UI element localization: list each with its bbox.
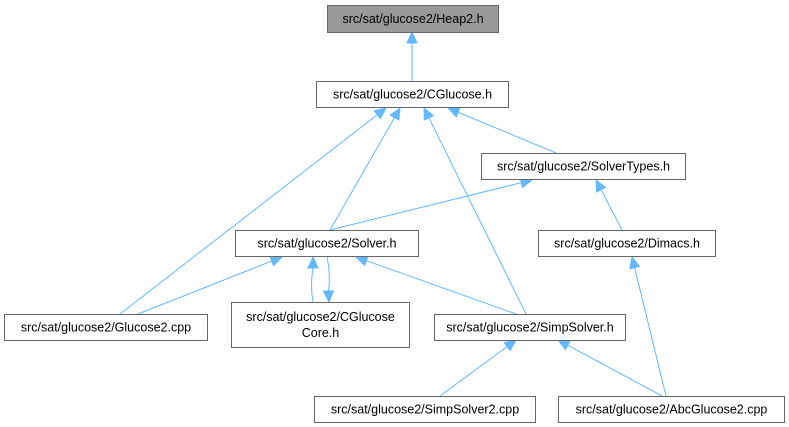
edge-solver-to-solvertypes (329, 177, 534, 231)
edge-line (366, 260, 517, 315)
arrowhead-icon (269, 255, 284, 267)
node-label: src/sat/glucose2/SimpSolver.h (446, 321, 613, 335)
edge-abcglucose2cpp-to-simpsolver (556, 339, 663, 397)
node-dimacs[interactable]: src/sat/glucose2/Dimacs.h (538, 230, 716, 257)
edge-line (326, 256, 330, 292)
node-label: src/sat/glucose2/CGlucose (246, 310, 395, 324)
node-label: src/sat/glucose2/SimpSolver2.cpp (331, 403, 519, 417)
node-box (481, 153, 686, 180)
node-label: src/sat/glucose2/CGlucose.h (333, 88, 492, 102)
edge-line (311, 267, 314, 303)
edge-solver-to-cglucose (329, 106, 401, 231)
node-abcglucose2cpp[interactable]: src/sat/glucose2/AbcGlucose2.cpp (558, 396, 785, 423)
arrowhead-icon (556, 339, 571, 351)
edge-line (600, 189, 623, 231)
arrowhead-icon (406, 30, 418, 44)
edge-cglucosecore-to-solver (307, 255, 319, 303)
node-solvertypes[interactable]: src/sat/glucose2/SolverTypes.h (481, 153, 686, 180)
edge-abcglucose2cpp-to-dimacs (629, 255, 667, 397)
node-box (316, 81, 509, 108)
edge-cglucose-to-heap2 (406, 30, 418, 81)
arrowhead-icon (629, 255, 641, 270)
arrowhead-icon (446, 107, 461, 118)
edge-line (439, 346, 508, 397)
edge-glucose2cpp-to-cglucose (119, 107, 387, 315)
edge-line (634, 267, 667, 397)
node-label: src/sat/glucose2/Heap2.h (342, 12, 483, 26)
edges (119, 30, 667, 397)
edge-line (137, 260, 272, 315)
node-box (235, 230, 419, 257)
nodes: src/sat/glucose2/Heap2.h src/sat/glucose2… (4, 5, 785, 423)
edge-line (428, 117, 527, 315)
node-box (558, 396, 785, 423)
node-glucose2cpp[interactable]: src/sat/glucose2/Glucose2.cpp (4, 314, 208, 341)
arrowhead-icon (307, 255, 319, 269)
node-heap2: src/sat/glucose2/Heap2.h (327, 5, 499, 33)
node-label: src/sat/glucose2/SolverTypes.h (497, 160, 670, 174)
edge-line (329, 117, 395, 231)
edge-line (119, 114, 378, 315)
node-label: Core.h (302, 326, 340, 340)
edge-simpsolver2cpp-to-simpsolver (439, 339, 517, 397)
node-simpsolver2cpp[interactable]: src/sat/glucose2/SimpSolver2.cpp (314, 396, 536, 423)
node-label: src/sat/glucose2/Solver.h (258, 237, 397, 251)
edge-line (457, 111, 557, 154)
edge-dimacs-to-solvertypes (595, 178, 623, 231)
node-box (327, 5, 499, 33)
edge-simpsolver-to-cglucose (423, 106, 527, 315)
arrowhead-icon (423, 106, 435, 121)
node-label: src/sat/glucose2/Dimacs.h (554, 237, 700, 251)
node-box (231, 302, 410, 348)
edge-line (567, 344, 663, 397)
arrowhead-icon (503, 339, 517, 352)
arrowhead-icon (595, 178, 607, 193)
arrowhead-icon (354, 255, 369, 267)
arrowhead-icon (322, 290, 335, 304)
node-box (314, 396, 536, 423)
node-label: src/sat/glucose2/Glucose2.cpp (21, 321, 191, 335)
arrowhead-icon (389, 106, 401, 121)
node-label: src/sat/glucose2/AbcGlucose2.cpp (576, 403, 768, 417)
node-cglucose[interactable]: src/sat/glucose2/CGlucose.h (316, 81, 509, 108)
node-box (434, 314, 626, 341)
node-simpsolver[interactable]: src/sat/glucose2/SimpSolver.h (434, 314, 626, 341)
edge-solver-to-cglucosecore (322, 256, 335, 304)
arrowhead-icon (373, 107, 387, 120)
node-solver[interactable]: src/sat/glucose2/Solver.h (235, 230, 419, 257)
edge-solvertypes-to-cglucose (446, 107, 557, 154)
node-box (538, 230, 716, 257)
edge-line (329, 182, 522, 231)
node-box (4, 314, 208, 341)
